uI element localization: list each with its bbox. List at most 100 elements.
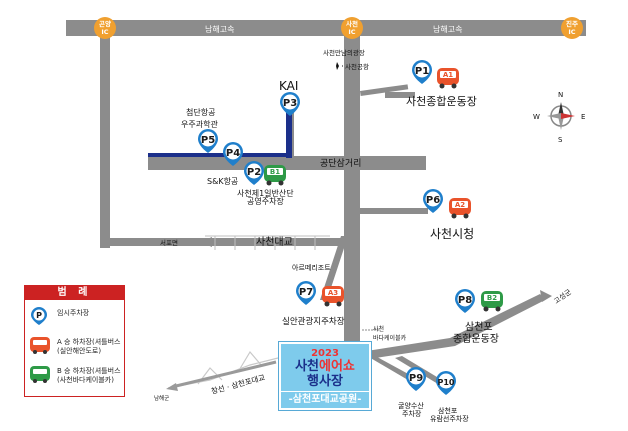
lot1-label-2: 공영주차장	[247, 196, 284, 206]
parking-pin-label: P1	[415, 66, 429, 77]
bus-b-icon	[30, 366, 50, 383]
p7-road	[320, 236, 348, 300]
southeast-road	[360, 294, 545, 360]
map-legend: 범 례 P 임시주차장 A 승 하차장(셔틀버스(실안해안도로) B 승 하차장…	[24, 285, 125, 397]
parking-pin-label: P6	[426, 195, 440, 206]
p1-label: 사천종합운동장	[406, 94, 477, 108]
branch-p6-road	[360, 208, 428, 214]
svg-text:IC: IC	[568, 28, 575, 36]
shuttle-stop-a2[interactable]: A2	[449, 198, 471, 219]
seopo-label: 서포면	[160, 238, 178, 247]
shuttle-stop-a3[interactable]: A3	[322, 286, 344, 307]
gongdan-road	[148, 156, 426, 170]
legend-label-bus-b: B 승 하차장(셔틀버스(사천바다케이블카)	[57, 367, 121, 384]
parking-pin-p4[interactable]: P4	[223, 142, 243, 166]
seopo-arrow-icon	[200, 237, 212, 247]
parking-pin-label: P7	[299, 287, 313, 298]
parking-pin-p8[interactable]: P8	[455, 289, 475, 313]
lot1-label-1: 사천제1일반산단	[237, 188, 294, 198]
parking-pin-p6[interactable]: P6	[423, 189, 443, 213]
pin-icon: P	[31, 307, 47, 325]
cablecar-label-2: 바다케이블카	[373, 334, 407, 342]
sacheon-bridge-road	[100, 238, 352, 246]
p10-label-2: 유람선주차장	[430, 414, 469, 423]
parking-pin-label: P9	[409, 373, 423, 384]
p8-label-1: 삼천포	[465, 321, 493, 333]
road-network	[66, 20, 586, 384]
shuttle-stop-label: B1	[270, 168, 280, 176]
goseong-label: 고성군	[552, 287, 573, 306]
parking-pin-p2[interactable]: P2	[244, 161, 264, 185]
compass: N S E W	[533, 91, 585, 144]
parking-pin-label: P5	[201, 135, 215, 146]
shuttle-stop-label: A3	[328, 289, 338, 297]
p6-label: 사천시청	[430, 226, 474, 241]
parking-pin-p1[interactable]: P1	[412, 60, 432, 84]
namhae-label: 남해군	[154, 394, 169, 402]
branch-p1-road-2	[385, 92, 415, 98]
p9-road	[362, 352, 412, 380]
event-venue[interactable]: 2023 사천에어쇼 행사장 -삼천포대교공원-	[278, 341, 372, 411]
shuttle-stop-b2[interactable]: B2	[481, 291, 503, 312]
parking-pin-p9[interactable]: P9	[406, 367, 426, 391]
parking-pin-p7[interactable]: P7	[296, 281, 316, 305]
p8-label-2: 종합운동장	[453, 333, 499, 345]
p7-label: 실안관광지주차장	[282, 316, 345, 327]
p9-label-1: 굴양수산	[398, 401, 424, 410]
ic-jinju: 진주 IC	[561, 17, 583, 39]
dark-road-p5	[148, 153, 288, 157]
goseong-arrow-icon	[540, 290, 552, 302]
p10-label-1: 삼천포	[438, 406, 458, 415]
parking-pin-label: P3	[283, 98, 297, 109]
parking-pin-p3[interactable]: P3	[280, 92, 300, 116]
sacheon-bridge	[205, 235, 330, 250]
dark-road-kai	[286, 108, 292, 158]
aerospace-label-2: 우주과학관	[181, 119, 218, 129]
svg-text:IC: IC	[348, 28, 355, 36]
ic-gonyang: 곤양 IC	[94, 17, 116, 39]
shuttle-stop-label: B2	[487, 294, 497, 302]
main-north-south-road	[344, 28, 360, 358]
legend-label-bus-a: A 승 하차장(셔틀버스(실안해안도로)	[57, 338, 121, 355]
airport-icon	[332, 62, 343, 70]
parking-pin-label: P10	[438, 378, 455, 387]
compass-south-needle	[558, 116, 564, 130]
compass-north-needle	[558, 102, 564, 116]
p9-label-2: 주차장	[402, 409, 422, 418]
svg-text:진주: 진주	[566, 19, 578, 28]
svg-text:S: S	[558, 136, 563, 144]
shuttle-stop-b1[interactable]: B1	[264, 165, 286, 186]
svg-text:사천: 사천	[346, 19, 358, 28]
bus-a-icon	[30, 337, 50, 354]
snk-label: S&K항공	[207, 177, 238, 186]
parking-pin-label: P8	[458, 295, 472, 306]
parking-pin-p10[interactable]: P10	[436, 371, 456, 395]
parking-pin-p5[interactable]: P5	[198, 129, 218, 153]
venue-name-2: 행사장	[307, 374, 343, 389]
svg-text:N: N	[558, 91, 563, 99]
legend-label-parking: 임시주차장	[57, 309, 90, 317]
svg-text:곤양: 곤양	[99, 19, 111, 28]
venue-name: 사천에어쇼	[295, 359, 355, 374]
airport-label-1: 사천만남의광장	[323, 48, 365, 57]
highway-label-west: 남해고속	[205, 24, 234, 34]
svg-text:E: E	[581, 113, 585, 121]
ic-sacheon: 사천 IC	[341, 17, 363, 39]
aerospace-label-1: 첨단항공	[186, 107, 215, 117]
shuttle-stop-a1[interactable]: A1	[437, 68, 459, 89]
samcheonpo-bridge	[167, 350, 279, 389]
venue-subtitle: -삼천포대교공원-	[281, 391, 369, 406]
west-vertical-road	[100, 28, 110, 248]
branch-p1-road	[360, 84, 409, 96]
svg-text:W: W	[533, 113, 540, 121]
highway-label-east: 남해고속	[433, 24, 462, 34]
venue-year: 2023	[311, 348, 339, 359]
svg-text:IC: IC	[101, 28, 108, 36]
parking-pin-label: P2	[247, 167, 261, 178]
kai-label: KAI	[279, 79, 298, 93]
cablecar-label-1: 사천	[373, 325, 384, 333]
svg-text:P: P	[36, 311, 42, 320]
shuttle-stop-label: A1	[443, 71, 453, 79]
